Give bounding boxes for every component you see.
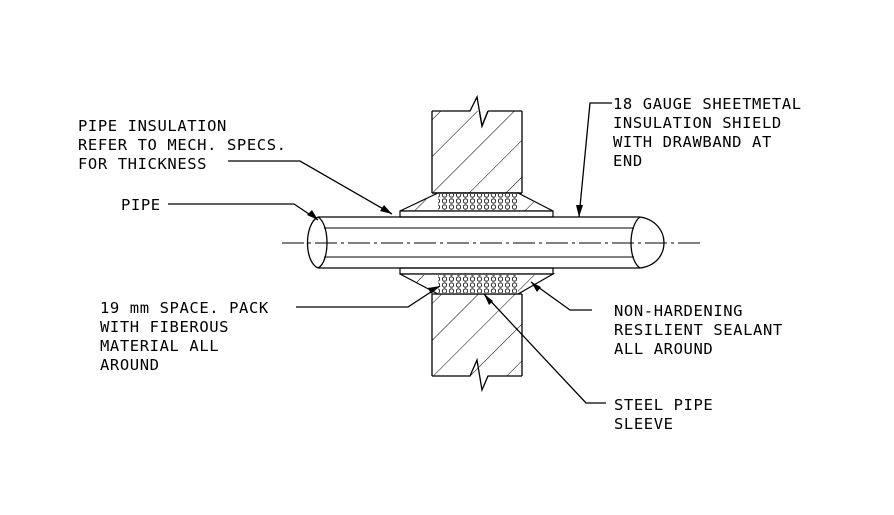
sealant-label: NON-HARDENING RESILIENT SEALANT ALL AROU… — [614, 302, 793, 358]
wall-upper — [431, 94, 523, 194]
sleeve-label: STEEL PIPE SLEEVE — [614, 396, 723, 433]
leader-lines — [168, 102, 612, 404]
shield-label: 18 GAUGE SHEETMETAL INSULATION SHIELD WI… — [613, 95, 812, 170]
pipe-insulation-label: PIPE INSULATION REFER TO MECH. SPECS. FO… — [78, 117, 297, 173]
packing-upper — [399, 192, 554, 218]
packing-lower — [399, 267, 556, 295]
wall-lower — [431, 293, 523, 393]
pipe — [306, 216, 665, 269]
pipe-label: PIPE — [121, 196, 161, 214]
space-pack-label: 19 mm SPACE. PACK WITH FIBEROUS MATERIAL… — [100, 299, 279, 374]
arrowheads — [307, 205, 583, 305]
